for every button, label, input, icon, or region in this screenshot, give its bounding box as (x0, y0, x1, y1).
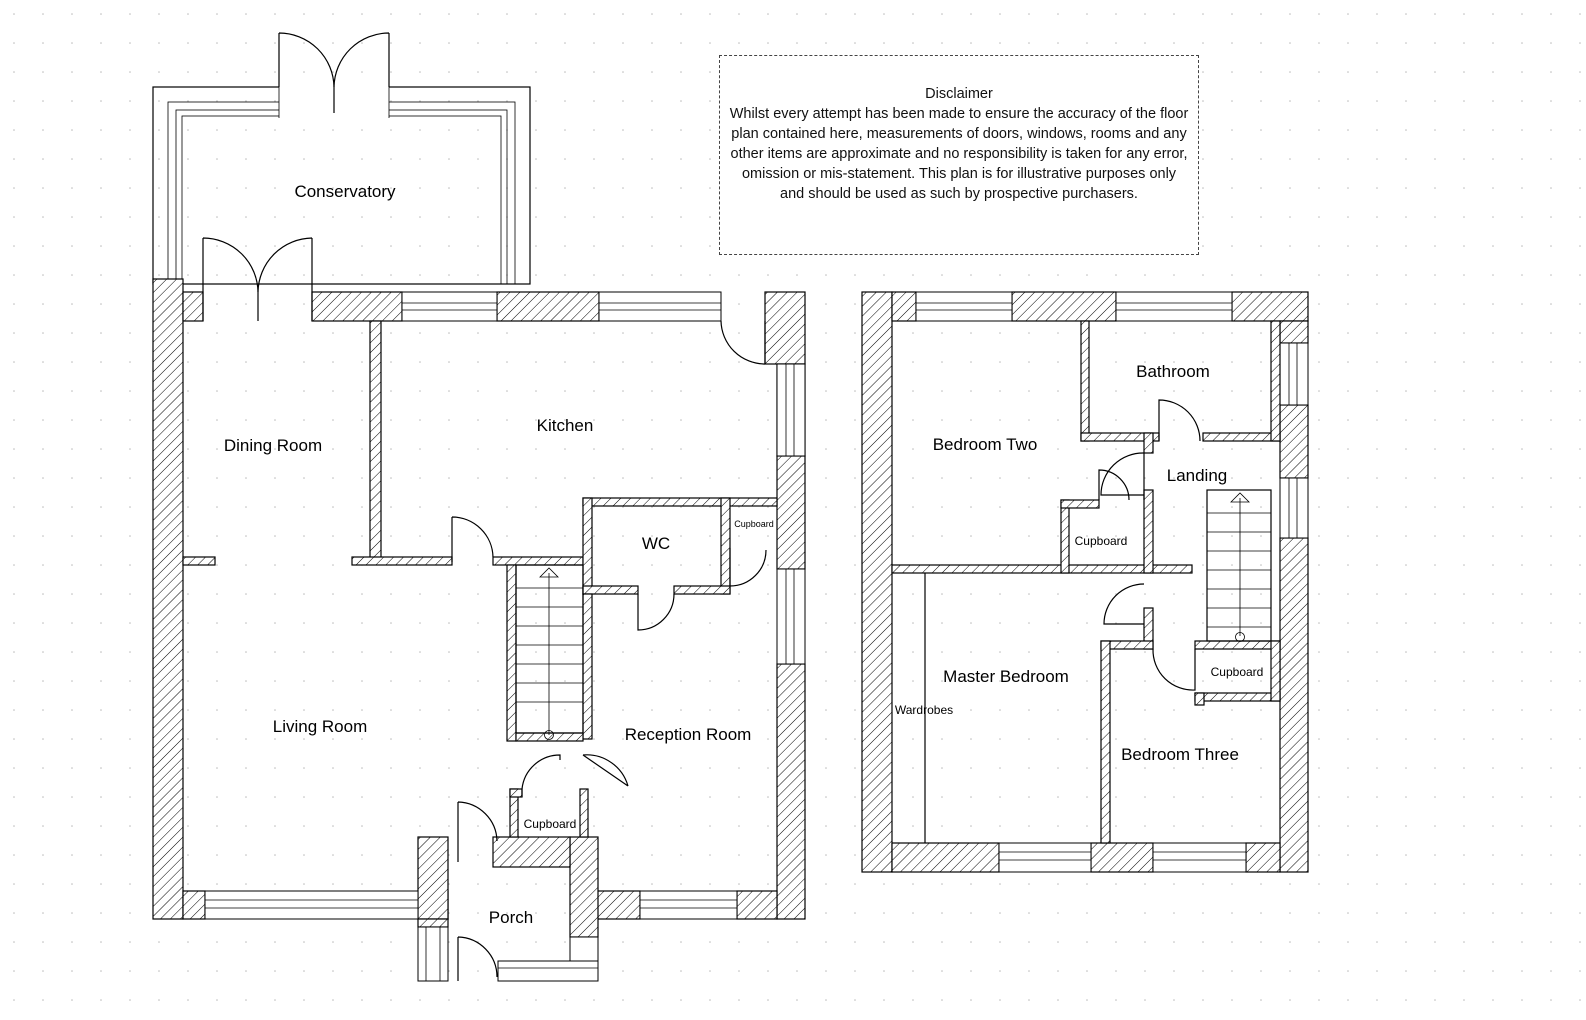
ground-floor-interior-walls (182, 320, 778, 838)
first-floor-windows (915, 291, 1309, 873)
room-label-porch: Porch (489, 908, 533, 927)
room-label-cupboard-bed2: Cupboard (1075, 534, 1128, 548)
room-label-master-bedroom: Master Bedroom (943, 667, 1069, 686)
room-label-living-room: Living Room (273, 717, 368, 736)
first-floor-outer-walls (861, 291, 1309, 873)
room-label-cupboard-wc: Cupboard (734, 519, 774, 529)
room-label-reception-room: Reception Room (625, 725, 752, 744)
first-floor-interior-walls (891, 320, 1281, 844)
room-label-bedroom-two: Bedroom Two (933, 435, 1038, 454)
room-label-landing: Landing (1167, 466, 1228, 485)
room-label-cupboard-hall: Cupboard (524, 817, 577, 831)
disclaimer-title: Disclaimer (925, 86, 993, 102)
room-label-dining-room: Dining Room (224, 436, 322, 455)
room-label-bedroom-three: Bedroom Three (1121, 745, 1239, 764)
ground-floor-doors (451, 320, 767, 981)
conservatory-frame (152, 32, 531, 285)
ground-floor: Conservatory Dining Room Kitchen WC Cupb… (152, 32, 806, 982)
disclaimer-box: Disclaimer Whilst every attempt has been… (719, 55, 1199, 255)
room-label-kitchen: Kitchen (537, 416, 594, 435)
room-label-wc: WC (642, 534, 670, 553)
first-floor-stairs (1206, 489, 1272, 642)
ground-floor-stairs (515, 564, 584, 740)
room-label-conservatory: Conservatory (294, 182, 396, 201)
room-label-wardrobes: Wardrobes (895, 703, 953, 717)
first-floor-doors (1098, 399, 1201, 691)
room-label-cupboard-landing: Cupboard (1211, 665, 1264, 679)
room-label-bathroom: Bathroom (1136, 362, 1210, 381)
ground-floor-windows (204, 291, 806, 920)
first-floor: Bathroom Bedroom Two Landing Cupboard Ma… (861, 291, 1309, 873)
dining-room-french-doors (202, 237, 313, 321)
disclaimer-body: Whilst every attempt has been made to en… (729, 106, 1189, 202)
